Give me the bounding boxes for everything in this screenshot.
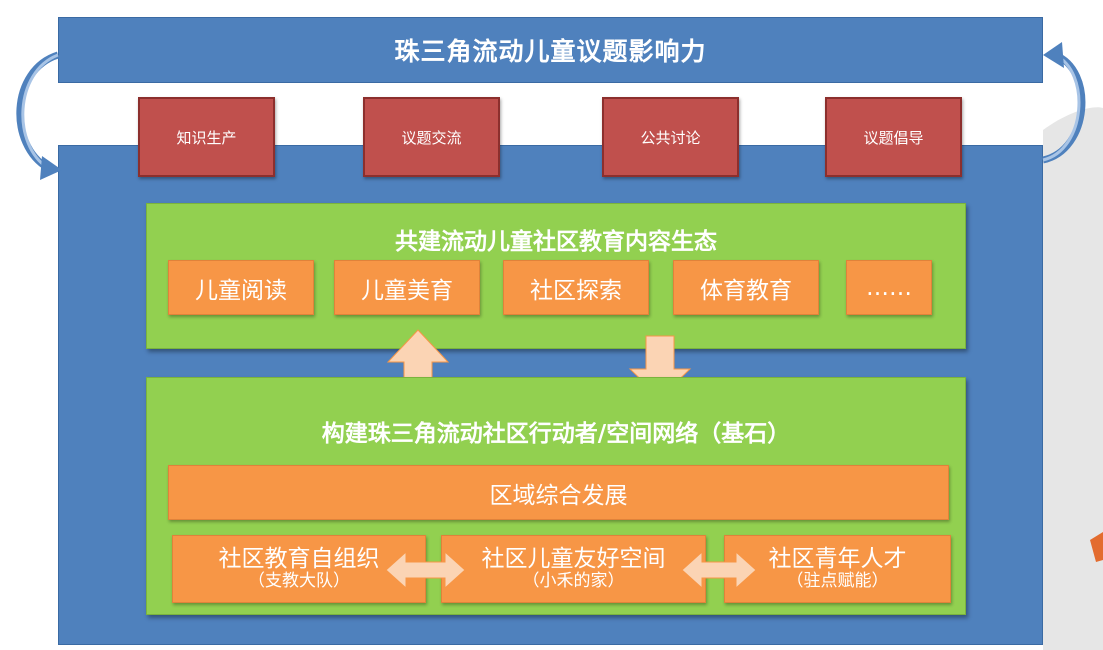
influence-box-advocacy: 议题倡导 <box>825 97 962 177</box>
diagram-title: 珠三角流动儿童议题影响力 <box>394 37 707 66</box>
influence-box-knowledge: 知识生产 <box>138 97 275 177</box>
network-item-label: 社区青年人才 <box>768 546 907 572</box>
influence-label: 公共讨论 <box>640 128 701 147</box>
regional-development-label: 区域综合发展 <box>489 482 628 509</box>
content-ecosystem-title: 共建流动儿童社区教育内容生态 <box>395 229 717 255</box>
content-item-label: 体育教育 <box>700 277 792 304</box>
network-item-label: 社区儿童友好空间 <box>481 546 666 572</box>
network-title: 构建珠三角流动社区行动者/空间网络（基石） <box>321 421 791 447</box>
influence-label: 知识生产 <box>176 128 237 147</box>
content-item-label: 儿童美育 <box>361 277 453 304</box>
title-banner: 珠三角流动儿童议题影响力 <box>58 17 1043 83</box>
influence-label: 议题交流 <box>401 128 462 147</box>
network-item-sublabel: （支教大队） <box>248 571 350 592</box>
content-item-arts: 儿童美育 <box>334 260 480 315</box>
content-item-sports: 体育教育 <box>673 260 819 315</box>
content-item-label: 社区探索 <box>530 277 622 304</box>
network-item-label: 社区教育自组织 <box>218 546 380 572</box>
content-item-more: …… <box>846 260 932 315</box>
content-item-community-exploration: 社区探索 <box>503 260 649 315</box>
network-item-friendly-space: 社区儿童友好空间 （小禾的家） <box>441 535 706 603</box>
content-item-label: 儿童阅读 <box>195 277 287 304</box>
content-item-label: …… <box>866 274 912 301</box>
influence-box-discussion: 公共讨论 <box>602 97 739 177</box>
influence-label: 议题倡导 <box>863 128 924 147</box>
network-item-sublabel: （小禾的家） <box>522 571 625 592</box>
double-arrow-icon <box>681 550 757 590</box>
double-arrow-icon <box>385 550 466 590</box>
network-item-sublabel: （驻点赋能） <box>786 571 889 592</box>
network-item-youth-talent: 社区青年人才 （驻点赋能） <box>724 535 951 603</box>
network-item-self-organization: 社区教育自组织 （支教大队） <box>172 535 426 603</box>
left-cycle-arrow-icon <box>16 51 62 180</box>
content-item-reading: 儿童阅读 <box>168 260 314 315</box>
regional-development-box: 区域综合发展 <box>168 465 949 520</box>
right-cycle-arrow-icon <box>1042 42 1086 164</box>
influence-box-exchange: 议题交流 <box>363 97 500 177</box>
